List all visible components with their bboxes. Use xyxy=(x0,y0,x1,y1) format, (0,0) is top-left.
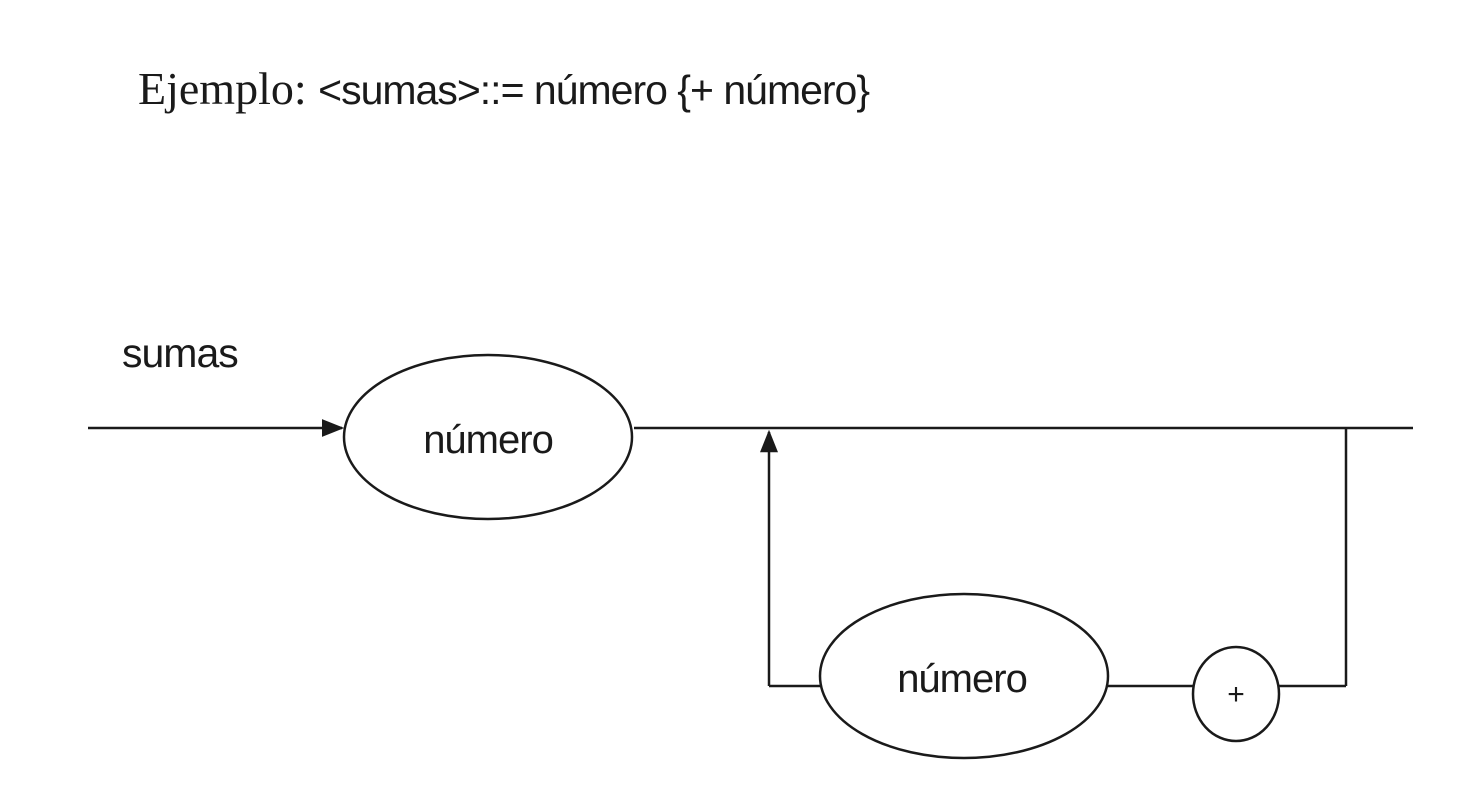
plus-terminal-label: + xyxy=(1227,678,1245,711)
plus-terminal-node: + xyxy=(1191,645,1281,743)
example-prefix: Ejemplo: xyxy=(138,63,319,114)
rule-name-label: sumas xyxy=(122,330,238,376)
main-nonterminal-node: número xyxy=(342,353,634,521)
plus-terminal-circle xyxy=(1191,645,1281,743)
loop-node-ellipse xyxy=(818,592,1110,760)
loop-nonterminal-node: número xyxy=(818,592,1110,760)
grammar-rule: <sumas>::= número {+ número} xyxy=(318,67,870,113)
loop-node-label: número xyxy=(897,657,1027,701)
main-node-label: número xyxy=(423,418,553,462)
main-node-ellipse xyxy=(342,353,634,521)
example-title: Ejemplo: <sumas>::= número {+ número} xyxy=(138,63,870,114)
